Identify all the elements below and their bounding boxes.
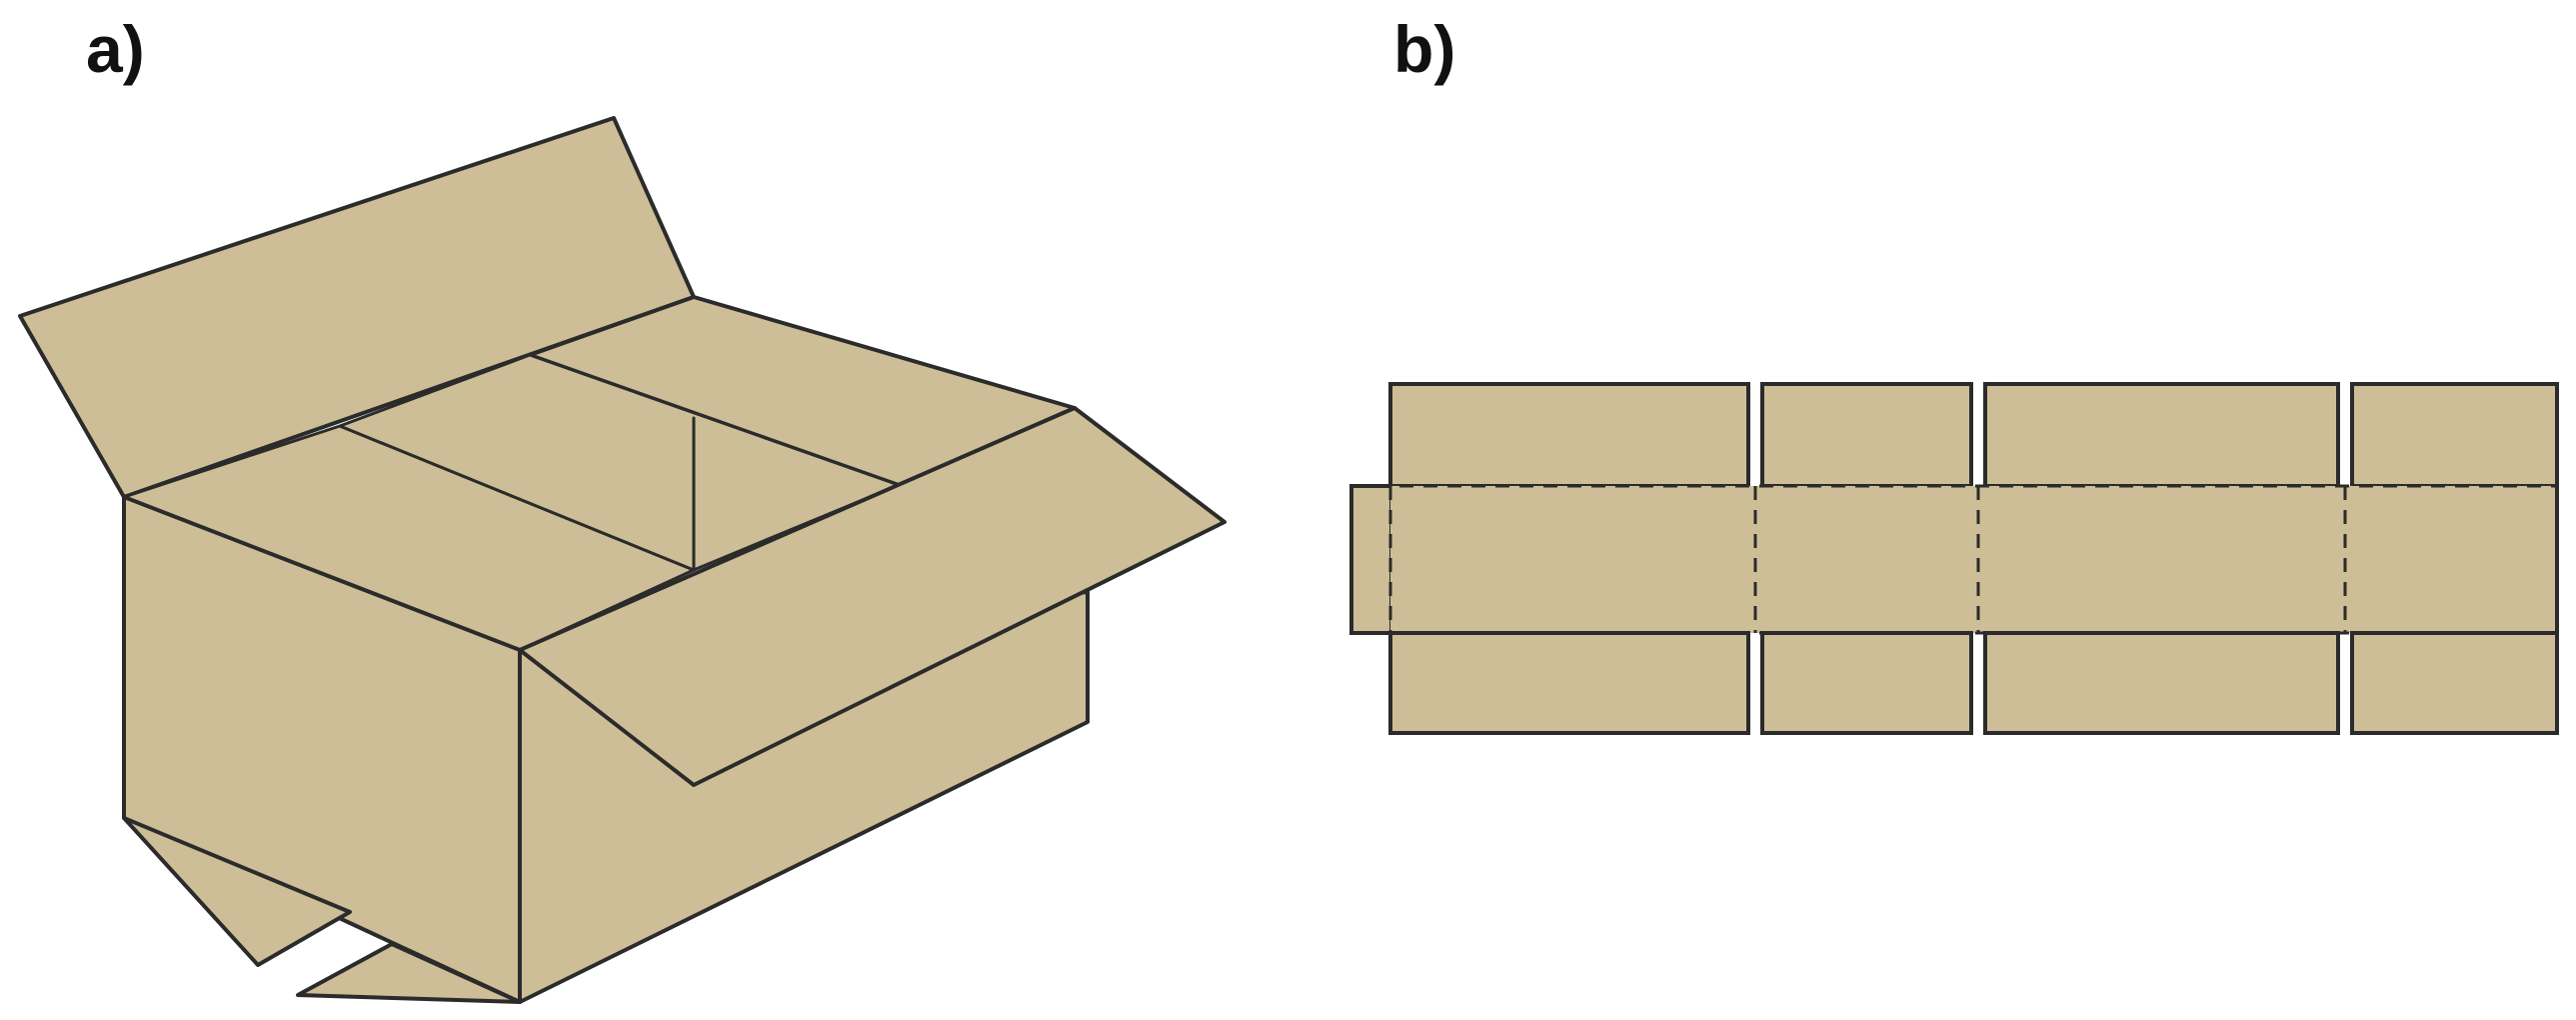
top-flap-1	[1388, 382, 1750, 488]
front-flap	[518, 406, 1227, 787]
bottom-flap-3	[1983, 631, 2340, 735]
bottom-left-flap	[122, 816, 352, 967]
glue-tab	[1349, 484, 1393, 635]
panel-b-flat-blank	[1349, 382, 2559, 735]
bottom-flap-2	[1760, 631, 1973, 735]
panel-a-open-box	[18, 116, 1227, 1004]
bottom-flap-1	[1388, 631, 1750, 735]
top-flap-3	[1983, 382, 2340, 488]
top-flap-4	[2350, 382, 2559, 488]
bottom-flap-4	[2350, 631, 2559, 735]
fold-lines	[1351, 484, 2557, 635]
body-strip	[1390, 486, 2557, 633]
panel-a-label: a)	[86, 12, 145, 86]
bottom-right-flap	[296, 942, 522, 1004]
panel-b-label: b)	[1393, 12, 1456, 86]
top-flap-2	[1760, 382, 1973, 488]
